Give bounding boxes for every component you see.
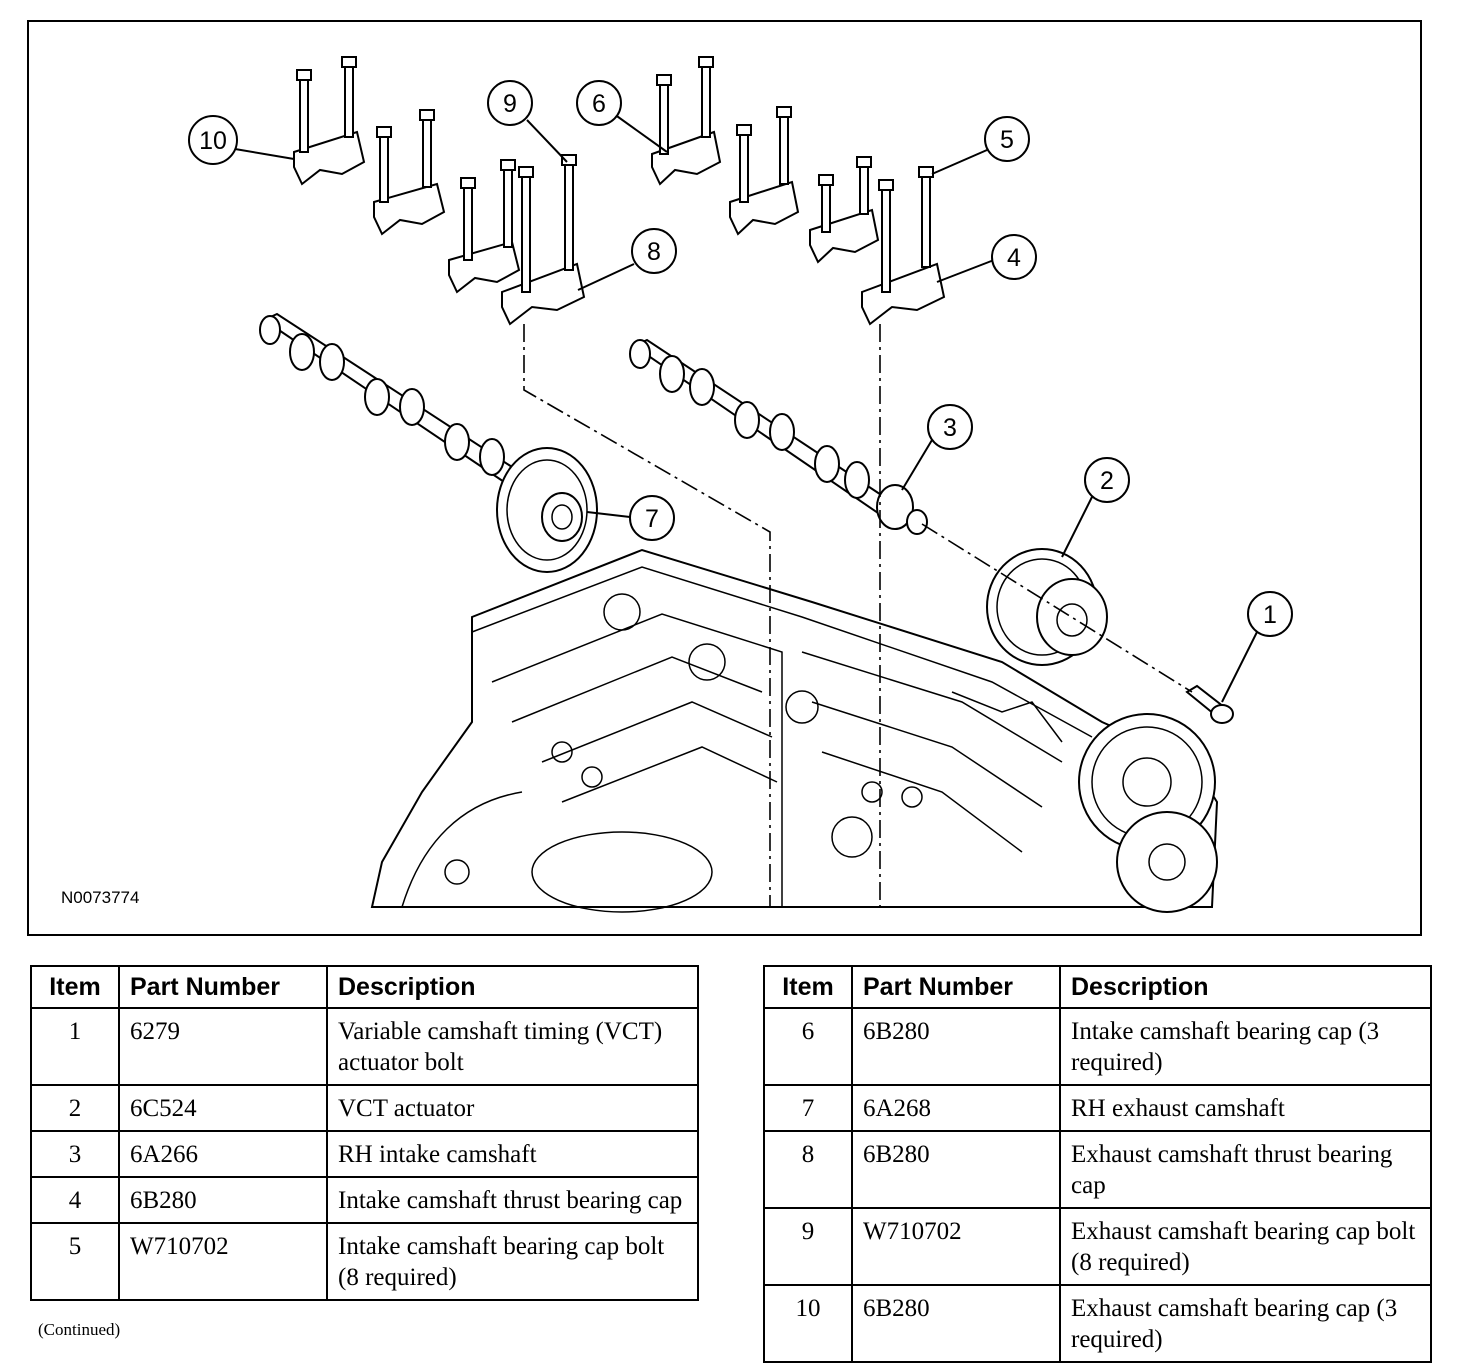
bearing-cap-bolts [296,56,934,293]
callout-6: 6 [576,80,622,126]
description-cell: Exhaust camshaft bearing cap bolt (8 req… [1059,1207,1432,1286]
svg-text:3: 3 [943,414,957,442]
svg-text:4: 4 [1007,244,1021,272]
header-description: Description [1059,965,1432,1009]
header-item: Item [30,965,120,1009]
part-number-cell: W710702 [851,1207,1061,1286]
header-description: Description [326,965,699,1009]
description-cell: Variable camshaft timing (VCT) actuator … [326,1007,699,1086]
svg-text:2: 2 [1100,467,1114,495]
svg-text:9: 9 [503,90,517,118]
exhaust-camshaft [259,312,598,573]
item-cell: 2 [30,1084,120,1132]
item-cell: 6 [763,1007,853,1086]
part-number-cell: 6A268 [851,1084,1061,1132]
header-part-number: Part Number [851,965,1061,1009]
table-row: 3 6A266 RH intake camshaft [30,1130,699,1178]
item-cell: 1 [30,1007,120,1086]
table-header-row: Item Part Number Description [30,965,699,1009]
description-cell: RH exhaust camshaft [1059,1084,1432,1132]
callout-2: 2 [1084,457,1130,503]
alignment-lines [523,324,1193,907]
part-number-cell: 6B280 [851,1284,1061,1363]
intake-camshaft [629,338,928,535]
description-cell: RH intake camshaft [326,1130,699,1178]
part-number-cell: 6B280 [851,1130,1061,1209]
leader-lines [234,113,1258,703]
header-part-number: Part Number [118,965,328,1009]
engine-illustration: 1 2 3 4 5 6 7 8 9 10 [188,56,1293,913]
table-row: 9 W710702 Exhaust camshaft bearing cap b… [763,1207,1432,1286]
description-cell: Intake camshaft bearing cap (3 required) [1059,1007,1432,1086]
parts-table-left: Item Part Number Description 1 6279 Vari… [30,965,699,1301]
vct-bolt [1185,684,1234,724]
svg-text:1: 1 [1263,601,1277,629]
part-number-cell: 6C524 [118,1084,328,1132]
part-number-cell: 6B280 [851,1007,1061,1086]
description-cell: VCT actuator [326,1084,699,1132]
part-number-cell: W710702 [118,1222,328,1301]
svg-text:7: 7 [645,505,659,533]
figure-id: N0073774 [61,888,140,907]
callout-1: 1 [1247,591,1293,637]
callout-9: 9 [487,80,533,126]
description-cell: Intake camshaft thrust bearing cap [326,1176,699,1224]
part-number-cell: 6B280 [118,1176,328,1224]
table-row: 2 6C524 VCT actuator [30,1084,699,1132]
table-row: 6 6B280 Intake camshaft bearing cap (3 r… [763,1007,1432,1086]
table-row: 1 6279 Variable camshaft timing (VCT) ac… [30,1007,699,1086]
svg-text:8: 8 [647,238,661,266]
table-row: 8 6B280 Exhaust camshaft thrust bearing … [763,1130,1432,1209]
callout-10: 10 [188,115,238,165]
description-cell: Intake camshaft bearing cap bolt (8 requ… [326,1222,699,1301]
item-cell: 3 [30,1130,120,1178]
continued-note: (Continued) [38,1320,121,1339]
callout-5: 5 [984,116,1030,162]
table-row: 7 6A268 RH exhaust camshaft [763,1084,1432,1132]
vct-actuator [986,548,1108,666]
cylinder-head [370,548,1219,913]
table-row: 4 6B280 Intake camshaft thrust bearing c… [30,1176,699,1224]
item-cell: 10 [763,1284,853,1363]
item-cell: 4 [30,1176,120,1224]
svg-text:5: 5 [1000,126,1014,154]
description-cell: Exhaust camshaft bearing cap (3 required… [1059,1284,1432,1363]
item-cell: 7 [763,1084,853,1132]
description-cell: Exhaust camshaft thrust bearing cap [1059,1130,1432,1209]
part-number-cell: 6A266 [118,1130,328,1178]
callout-3: 3 [927,404,973,450]
part-number-cell: 6279 [118,1007,328,1086]
callout-7: 7 [629,495,675,541]
table-header-row: Item Part Number Description [763,965,1432,1009]
callout-4: 4 [991,234,1037,280]
callout-8: 8 [631,228,677,274]
item-cell: 5 [30,1222,120,1301]
bearing-caps [293,130,946,326]
svg-text:10: 10 [199,127,227,155]
table-row: 5 W710702 Intake camshaft bearing cap bo… [30,1222,699,1301]
header-item: Item [763,965,853,1009]
exploded-view-diagram: 1 2 3 4 5 6 7 8 9 10 N0073774 [27,20,1422,936]
table-row: 10 6B280 Exhaust camshaft bearing cap (3… [763,1284,1432,1363]
item-cell: 8 [763,1130,853,1209]
installed-vct-gears [1078,713,1218,913]
parts-table-right: Item Part Number Description 6 6B280 Int… [763,965,1432,1363]
svg-text:6: 6 [592,90,606,118]
item-cell: 9 [763,1207,853,1286]
